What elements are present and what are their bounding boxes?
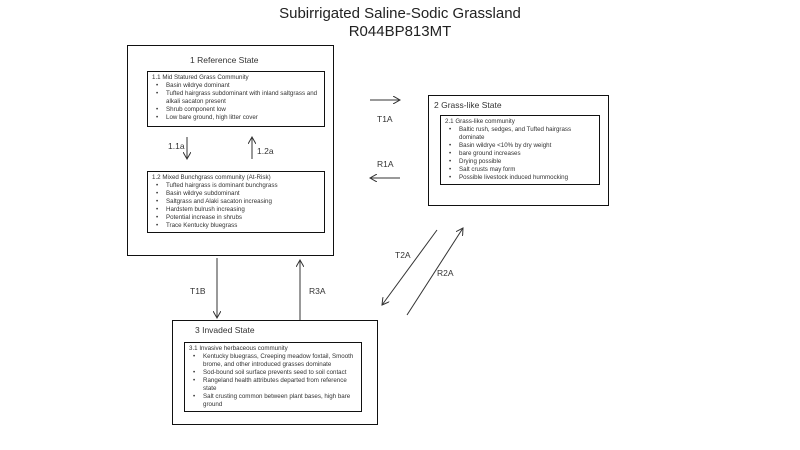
label-1-1a: 1.1a xyxy=(168,141,185,151)
state-2-box xyxy=(428,95,609,206)
label-1-2a: 1.2a xyxy=(257,146,274,156)
community-title: 1.2 Mixed Bunchgrass community (At-Risk) xyxy=(152,174,271,181)
community-bullet-item: Salt crusts may form xyxy=(449,166,595,174)
label-R2A: R2A xyxy=(437,268,454,278)
community-bullet-item: Potential increase in shrubs xyxy=(156,214,320,222)
label-T2A: T2A xyxy=(395,250,411,260)
community-bullet-item: Possible livestock induced hummocking xyxy=(449,174,595,182)
label-R3A: R3A xyxy=(309,286,326,296)
arrow-R2A xyxy=(406,228,463,316)
state-3-label: 3 Invaded State xyxy=(195,325,255,335)
arrow-T2A xyxy=(382,229,438,305)
state-1-label: 1 Reference State xyxy=(190,55,259,65)
community-bullet-item: Basin wildrye <10% by dry weight xyxy=(449,142,595,150)
community-1-1: 1.1 Mid Statured Grass Community Basin w… xyxy=(147,71,325,127)
community-1-2: 1.2 Mixed Bunchgrass community (At-Risk)… xyxy=(147,171,325,233)
community-bullet-item: Trace Kentucky bluegrass xyxy=(156,222,320,230)
community-bullet-item: Rangeland health attributes departed fro… xyxy=(193,377,357,393)
diagram-title: Subirrigated Saline-Sodic Grassland xyxy=(279,5,521,22)
community-bullet-item: Low bare ground, high litter cover xyxy=(156,114,320,122)
diagram-subtitle: R044BP813MT xyxy=(348,23,452,40)
state-3-box xyxy=(172,320,378,425)
community-bullet-item: Saltgrass and Alaki sacaton increasing xyxy=(156,198,320,206)
community-3-1: 3.1 Invasive herbaceous community Kentuc… xyxy=(184,342,362,412)
community-bullet-item: Basin wildrye subdominant xyxy=(156,190,320,198)
community-bullet-item: Hardstem bulrush increasing xyxy=(156,206,320,214)
state-2-label: 2 Grass-like State xyxy=(434,100,502,110)
community-bullet-item: Basin wildrye dominant xyxy=(156,82,320,90)
label-T1B: T1B xyxy=(190,286,206,296)
community-title: 1.1 Mid Statured Grass Community xyxy=(152,74,249,81)
community-title: 3.1 Invasive herbaceous community xyxy=(189,345,288,352)
community-bullet-item: bare ground increases xyxy=(449,150,595,158)
community-bullet-item: Shrub component low xyxy=(156,106,320,114)
community-bullet-item: Tufted hairgrass subdominant with inland… xyxy=(156,90,320,106)
community-title: 2.1 Grass-like community xyxy=(445,118,515,125)
label-R1A: R1A xyxy=(377,159,394,169)
state-1-box xyxy=(127,45,334,256)
community-bullet-item: Kentucky bluegrass, Creeping meadow foxt… xyxy=(193,353,357,369)
community-bullet-item: Salt crusting common between plant bases… xyxy=(193,393,357,409)
community-bullet-item: Sod-bound soil surface prevents seed to … xyxy=(193,369,357,377)
community-bullet-item: Drying possible xyxy=(449,158,595,166)
community-bullet-item: Baltic rush, sedges, and Tufted hairgras… xyxy=(449,126,595,142)
community-2-1: 2.1 Grass-like community Baltic rush, se… xyxy=(440,115,600,185)
label-T1A: T1A xyxy=(377,114,393,124)
community-bullet-item: Tufted hairgrass is dominant bunchgrass xyxy=(156,182,320,190)
